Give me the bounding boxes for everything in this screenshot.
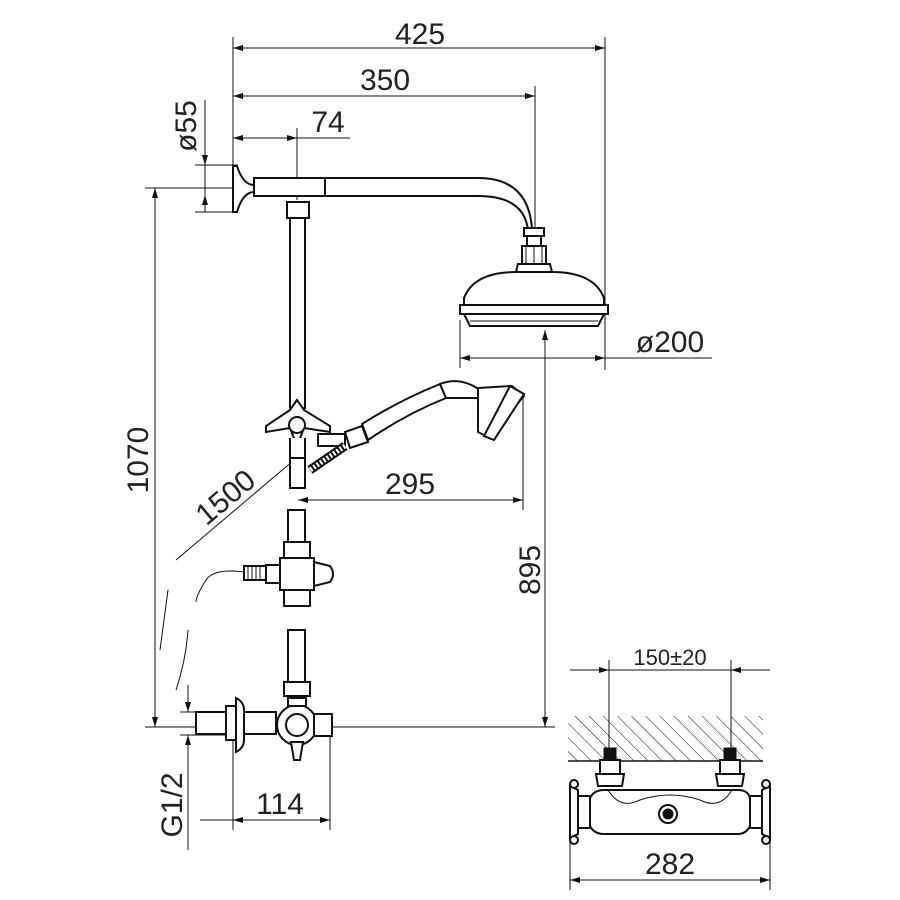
dimension-label-350: 350 <box>360 64 410 97</box>
dimension-label-g12: G1/2 <box>156 772 189 837</box>
dimension-hose-length: 1500 <box>175 454 301 561</box>
dimension-wall-to-rail: 74 <box>233 106 350 200</box>
dimension-head-height: 895 <box>310 330 555 728</box>
shower-hose <box>159 442 348 691</box>
dimension-label-1070: 1070 <box>122 427 155 494</box>
dimension-overall-width: 425 <box>232 18 606 370</box>
slide-rail <box>286 201 310 489</box>
hand-shower <box>343 380 526 450</box>
dimension-label-282: 282 <box>645 848 695 881</box>
wall-flange <box>232 165 255 213</box>
dimension-label-895: 895 <box>514 545 547 595</box>
dimension-label-425: 425 <box>395 18 445 51</box>
dimension-inlet-thread: G1/2 <box>156 685 225 850</box>
dimension-handshower-projection: 295 <box>298 395 524 510</box>
dimension-flange-diameter: ø55 <box>170 100 238 213</box>
shower-arm <box>253 177 545 247</box>
dimension-label-o55: ø55 <box>170 100 203 152</box>
dimension-head-diameter: ø200 <box>459 320 712 368</box>
rain-shower-head <box>459 245 609 327</box>
mixer-valve-side <box>195 696 333 761</box>
dimension-label-o200: ø200 <box>636 326 704 359</box>
mixer-valve-front <box>569 747 771 845</box>
dimension-label-1500: 1500 <box>190 464 262 532</box>
dimension-inlet-centers: 150±20 <box>570 645 770 750</box>
dimension-label-150-20: 150±20 <box>633 645 706 670</box>
dimension-label-114: 114 <box>256 788 304 821</box>
dimension-label-295: 295 <box>385 468 435 501</box>
diverter-assembly <box>243 509 334 697</box>
dimension-valve-projection: 114 <box>200 730 331 830</box>
dimension-arm-length: 350 <box>233 64 536 240</box>
dimension-valve-width: 282 <box>569 842 771 890</box>
dimension-total-height: 1070 <box>122 187 232 728</box>
dimension-label-74: 74 <box>311 106 344 139</box>
